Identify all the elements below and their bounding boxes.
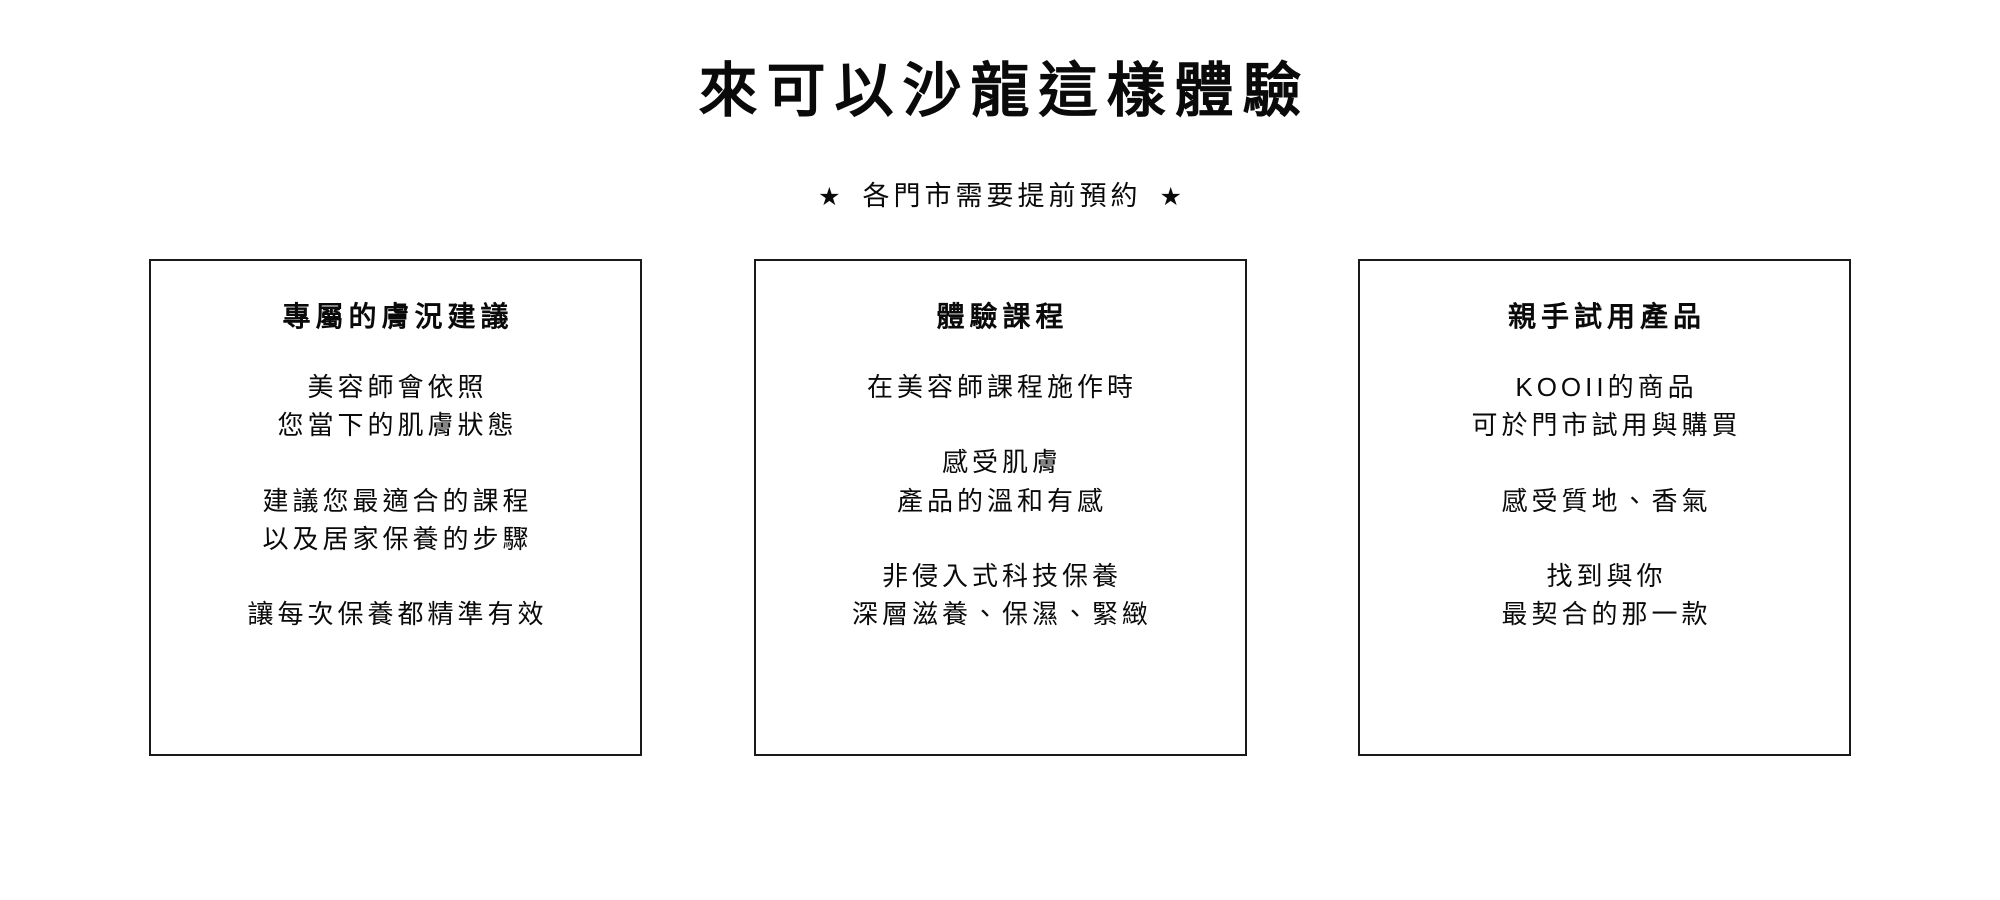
card-paragraph: 感受質地、香氣 bbox=[1497, 482, 1711, 520]
text-line: 讓每次保養都精準有效 bbox=[247, 599, 548, 630]
card-paragraph: 感受肌膚 產品的溫和有感 bbox=[893, 443, 1107, 520]
text-line: 找到與你 bbox=[1546, 561, 1667, 591]
card-paragraph: 非侵入式科技保養 深層滋養、保濕、緊緻 bbox=[848, 557, 1152, 634]
text-line: 以及居家保養的步驟 bbox=[262, 524, 533, 554]
text-line: 在美容師課程施作時 bbox=[866, 371, 1137, 402]
card-paragraph: 找到與你 最契合的那一款 bbox=[1497, 557, 1711, 634]
text-line: KOOII的商品 bbox=[1515, 371, 1698, 402]
text-line: 美容師會依照 bbox=[307, 371, 488, 402]
card-paragraph: 讓每次保養都精準有效 bbox=[243, 595, 547, 633]
card-paragraph: 建議您最適合的課程 以及居家保養的步驟 bbox=[258, 482, 532, 559]
text-line: 您當下的肌膚狀態 bbox=[277, 410, 518, 441]
text-line: 產品的溫和有感 bbox=[896, 485, 1107, 516]
card-paragraph: 美容師會依照 您當下的肌膚狀態 bbox=[273, 368, 517, 445]
text-line: 可於門市試用與購買 bbox=[1471, 410, 1742, 441]
star-icon-right: ★ bbox=[1159, 183, 1182, 211]
card-body: 美容師會依照 您當下的肌膚狀態 建議您最適合的課程 以及居家保養的步驟 讓每次保… bbox=[151, 368, 640, 634]
card-title: 體驗課程 bbox=[936, 301, 1069, 332]
card-body: KOOII的商品 可於門市試用與購買 感受質地、香氣 找到與你 最契合的那一款 bbox=[1360, 368, 1849, 634]
text-line: 感受質地、香氣 bbox=[1501, 485, 1712, 516]
card-title: 親手試用產品 bbox=[1507, 301, 1706, 332]
text-line: 感受肌膚 bbox=[941, 447, 1062, 478]
text-line: 非侵入式科技保養 bbox=[881, 561, 1122, 591]
text-line: 深層滋養、保濕、緊緻 bbox=[851, 599, 1152, 630]
card-skin-advice: 專屬的膚況建議 美容師會依照 您當下的肌膚狀態 建議您最適合的課程 以及居家保養… bbox=[149, 259, 642, 756]
page-title: 來可以沙龍這樣體驗 bbox=[698, 58, 1311, 124]
cards-row: 專屬的膚況建議 美容師會依照 您當下的肌膚狀態 建議您最適合的課程 以及居家保養… bbox=[149, 259, 1851, 756]
card-try-products: 親手試用產品 KOOII的商品 可於門市試用與購買 感受質地、香氣 找到與你 最… bbox=[1358, 259, 1851, 756]
subtitle: ★ 各門市需要提前預約 ★ bbox=[818, 183, 1182, 210]
card-body: 在美容師課程施作時 感受肌膚 產品的溫和有感 非侵入式科技保養 深層滋養、保濕、… bbox=[756, 368, 1245, 634]
card-paragraph: 在美容師課程施作時 bbox=[863, 368, 1137, 406]
card-paragraph: KOOII的商品 可於門市試用與購買 bbox=[1467, 368, 1741, 445]
star-icon-left: ★ bbox=[818, 183, 841, 211]
card-title: 專屬的膚況建議 bbox=[282, 301, 514, 332]
text-line: 最契合的那一款 bbox=[1501, 599, 1712, 630]
text-line: 建議您最適合的課程 bbox=[262, 485, 533, 516]
card-experience-course: 體驗課程 在美容師課程施作時 感受肌膚 產品的溫和有感 非侵入式科技保養 深層滋… bbox=[753, 259, 1247, 756]
subtitle-text: 各門市需要提前預約 bbox=[862, 181, 1142, 211]
